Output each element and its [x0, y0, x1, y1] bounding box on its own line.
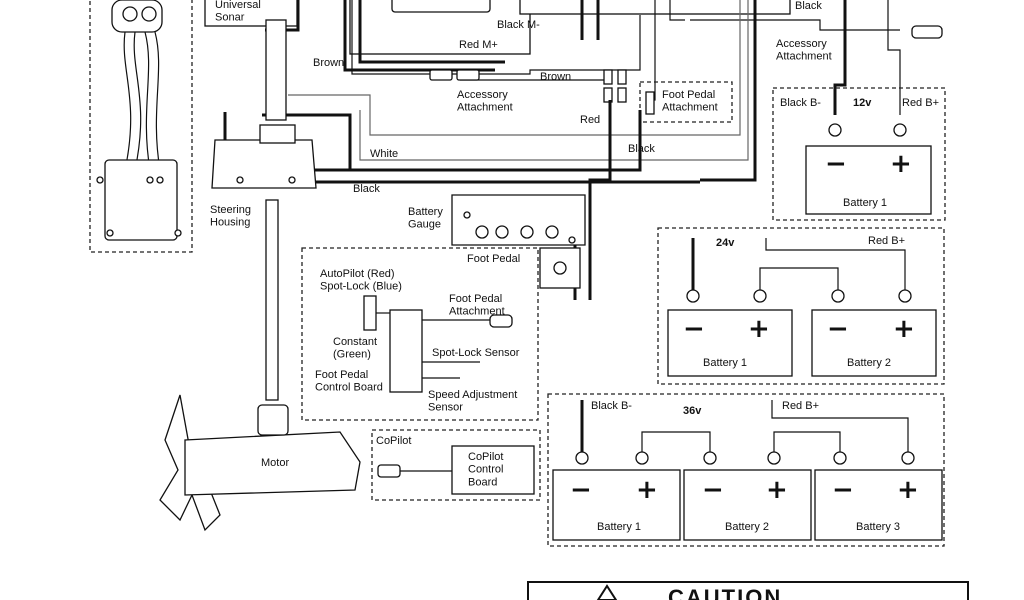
battery-label: Battery 2 — [725, 521, 769, 533]
voltage-36v: 36v — [683, 405, 702, 417]
red-b-plus-36v: Red B+ — [782, 400, 819, 412]
plus-symbol: + — [890, 149, 912, 179]
minus-symbol: − — [825, 149, 847, 179]
minus-symbol: − — [570, 475, 592, 505]
red-m-label: Red M+ — [459, 39, 498, 51]
battery-gauge — [451, 194, 586, 246]
caution-text: CAUTION — [668, 585, 782, 600]
minus-symbol: − — [832, 475, 854, 505]
steering-housing — [211, 124, 317, 189]
black-b-minus-12v: Black B- — [780, 97, 821, 109]
black-b-minus-36v: Black B- — [591, 400, 632, 412]
voltage-24v: 24v — [716, 237, 735, 249]
brown-left-label: Brown — [313, 57, 344, 69]
battery-system-24v: 24v Red B+ − + − + Battery 1 Battery 2 — [657, 227, 945, 385]
plus-symbol: + — [897, 475, 919, 505]
minus-symbol: − — [683, 314, 705, 344]
battery-label: Battery 1 — [703, 357, 747, 369]
foot-pedal-box: Foot Pedal AutoPilot (Red)Spot-Lock (Blu… — [301, 247, 581, 421]
plus-symbol: + — [636, 475, 658, 505]
black-mid-label: Black — [628, 143, 655, 155]
battery-label: Battery 3 — [856, 521, 900, 533]
plus-symbol: + — [748, 314, 770, 344]
red-b-plus-12v: Red B+ — [902, 97, 939, 109]
main-control-board — [349, 0, 791, 55]
voltage-12v: 12v — [853, 97, 872, 109]
warning-triangle-icon — [596, 584, 618, 600]
spot-lock-sensor-label: Spot-Lock Sensor — [432, 347, 520, 359]
battery-system-36v: Black B- 36v Red B+ − + − + − + Battery … — [547, 393, 945, 547]
accessory-attachment-connector-right — [911, 25, 943, 39]
trolling-motor — [159, 394, 361, 532]
black-top-label: Black — [795, 0, 822, 12]
red-mid-label: Red — [580, 114, 600, 126]
copilot-title: CoPilot — [376, 435, 411, 447]
black-m-label: Black M- — [497, 19, 540, 31]
control-head-assembly — [89, 0, 193, 253]
caution-banner: CAUTION — [527, 581, 969, 600]
minus-symbol: − — [827, 314, 849, 344]
black-lower-label: Black — [353, 183, 380, 195]
foot-pedal-title: Foot Pedal — [467, 253, 520, 265]
white-label: White — [370, 148, 398, 160]
motor-shaft — [265, 19, 287, 401]
battery-label: Battery 1 — [597, 521, 641, 533]
battery-label: Battery 2 — [847, 357, 891, 369]
autopilot-label: AutoPilot (Red)Spot-Lock (Blue) — [320, 268, 402, 293]
battery-system-12v: Black B- 12v Red B+ − + Battery 1 — [772, 87, 946, 221]
plus-symbol: + — [893, 314, 915, 344]
brown-right-label: Brown — [540, 71, 571, 83]
minus-symbol: − — [702, 475, 724, 505]
red-b-plus-24v: Red B+ — [868, 235, 905, 247]
constant-label: Constant(Green) — [333, 336, 377, 361]
battery-label: Battery 1 — [843, 197, 887, 209]
plus-symbol: + — [766, 475, 788, 505]
accessory-attachment-connector-mid — [429, 69, 480, 81]
motor-label: Motor — [261, 457, 289, 469]
